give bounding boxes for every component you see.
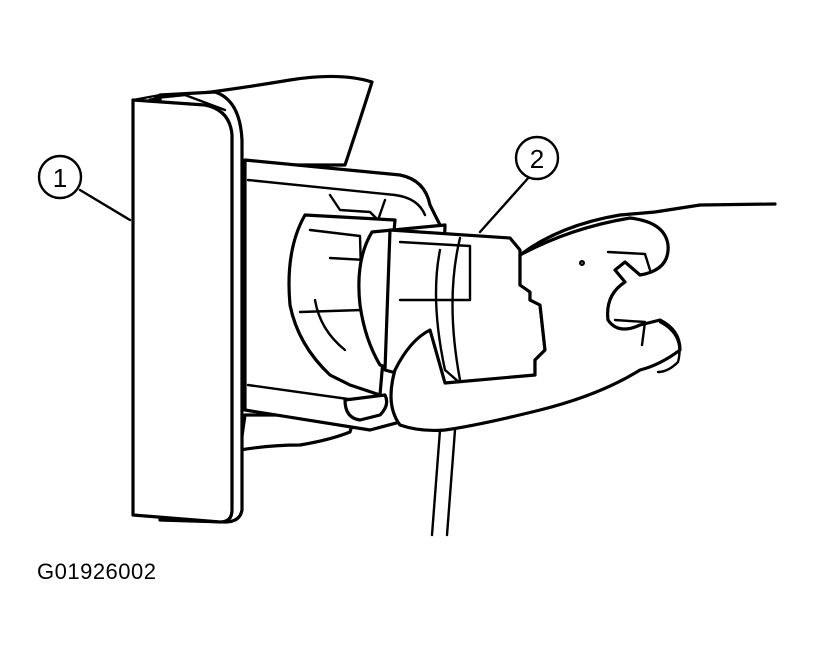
callout-2-number: 2 xyxy=(530,144,544,174)
removal-tool-hand xyxy=(389,202,777,537)
front-panel xyxy=(131,90,244,524)
figure-id-label: G01926002 xyxy=(37,559,157,584)
callout-1: 1 xyxy=(37,154,132,222)
plug-shaft xyxy=(357,223,547,387)
callout-2-circle xyxy=(514,135,560,181)
callout-2: 2 xyxy=(478,135,560,234)
callout-2-leader xyxy=(478,174,532,234)
callout-1-circle xyxy=(37,154,83,200)
callout-1-number: 1 xyxy=(53,163,67,193)
callout-1-leader xyxy=(78,188,132,222)
